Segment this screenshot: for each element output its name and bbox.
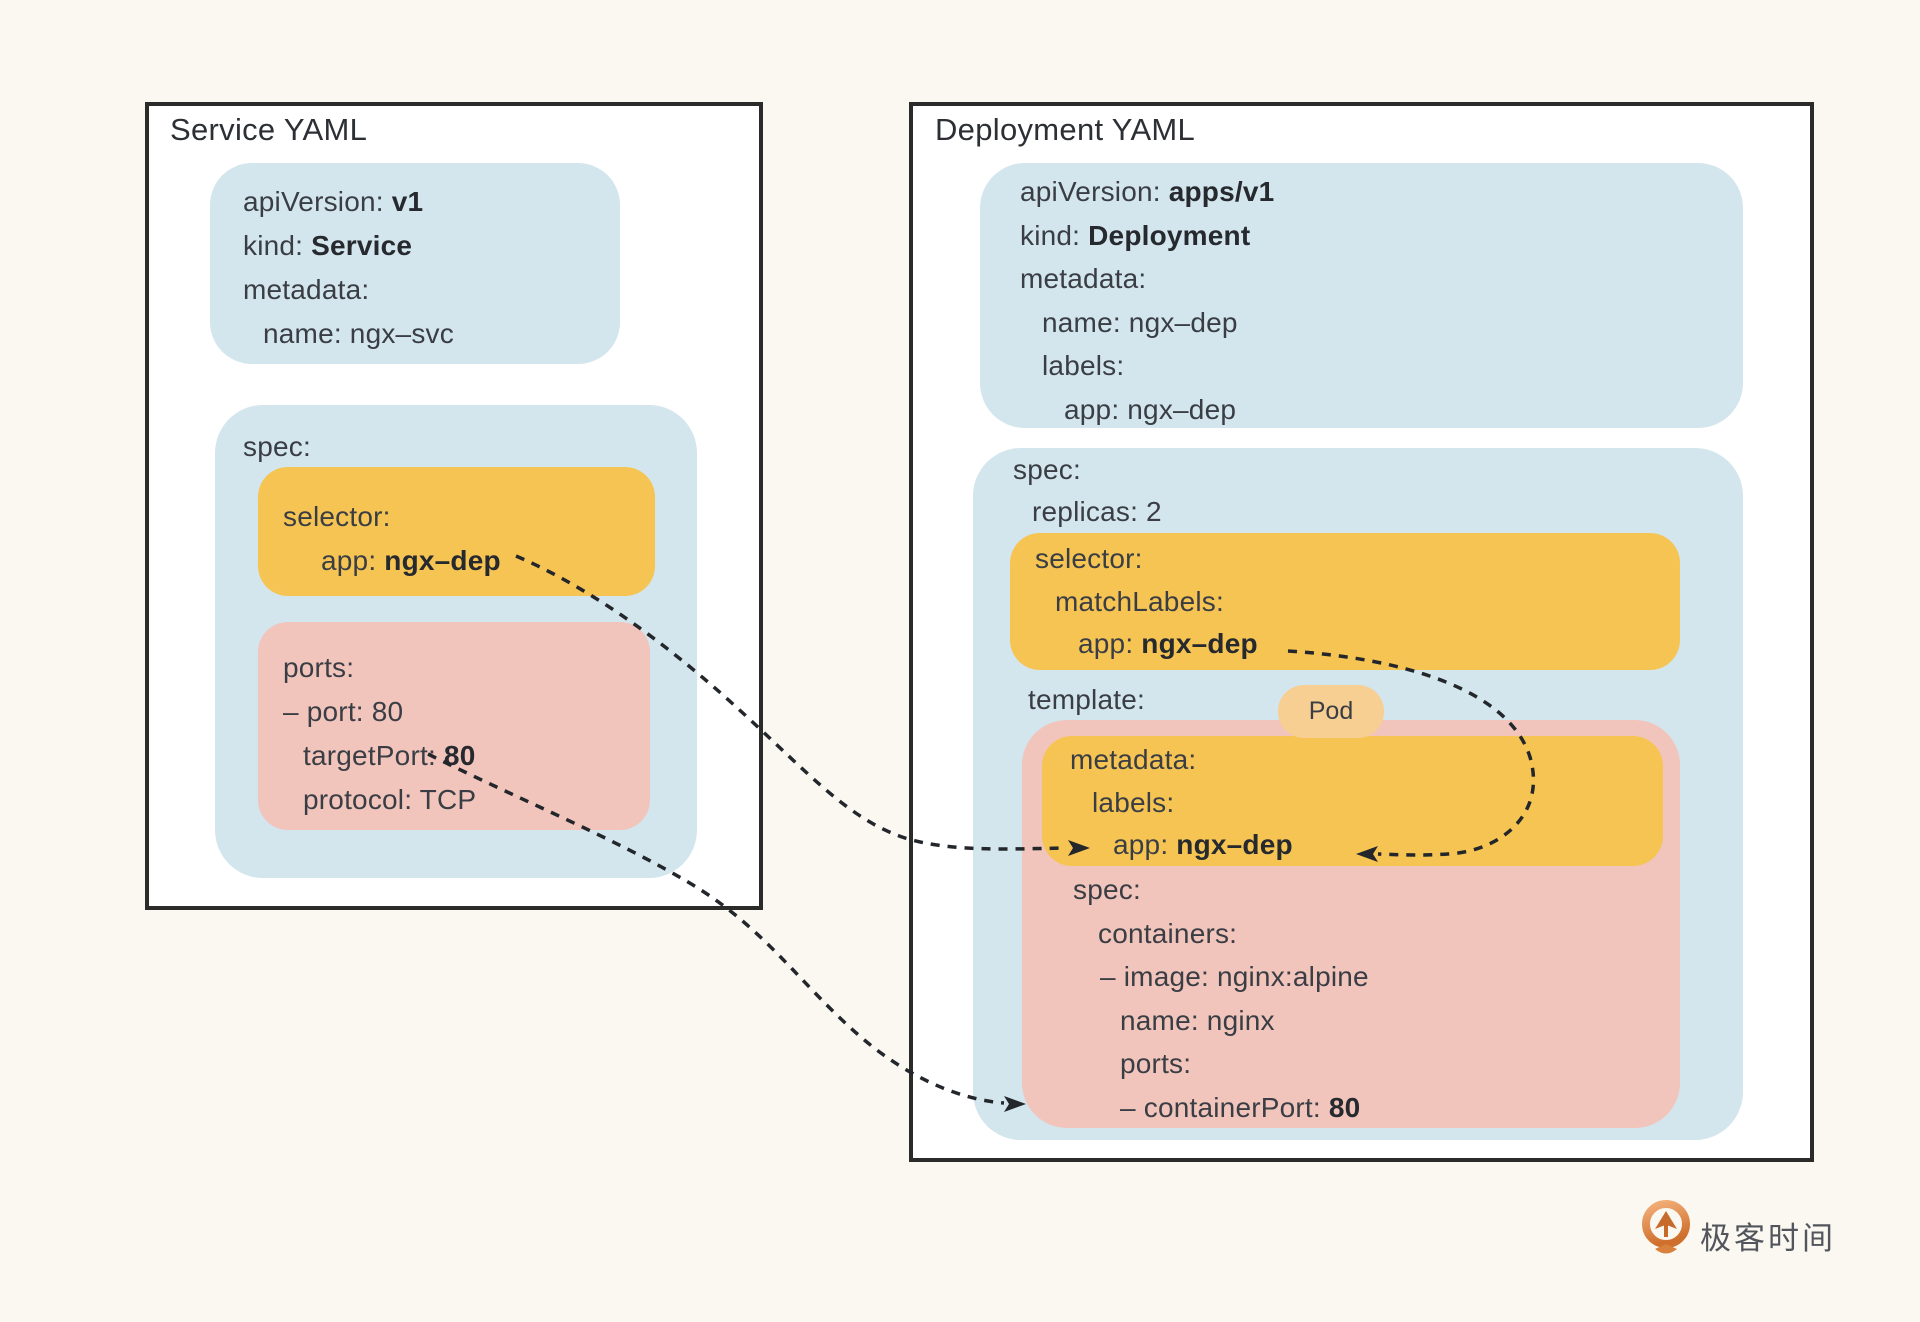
yaml-line-targetport: targetPort: 80 [303,740,476,771]
service-panel-title: Service YAML [170,112,368,147]
yaml-line-matchlabels: matchLabels: [1055,585,1224,617]
yaml-line-selector-app: app: ngx–dep [1078,628,1258,659]
yaml-line-name: name: ngx–dep [1042,306,1238,338]
yaml-line-container-ports: ports: [1120,1048,1192,1079]
deployment-metadata-block: apiVersion: apps/v1 kind: Deployment met… [980,163,1743,428]
service-selector-box: selector: app: ngx–dep [258,467,655,596]
pod-spec-lines: spec: containers: – image: nginx:alpine … [1073,868,1653,1129]
yaml-line-container-name: name: nginx [1120,1004,1275,1036]
yaml-line-app: app: ngx–dep [1064,393,1237,425]
yaml-line-protocol: protocol: TCP [303,784,477,815]
geektime-logo-icon [1642,1200,1690,1254]
yaml-line-containers: containers: [1098,917,1238,949]
service-metadata-block: apiVersion: v1 kind: Service metadata: n… [210,163,620,364]
yaml-line-kind: kind: Deployment [1020,219,1251,251]
yaml-line-kind: kind: Service [243,230,413,261]
yaml-line-labels: labels: [1092,786,1175,818]
yaml-line-ports: ports: [283,652,355,683]
deployment-selector-box: selector: matchLabels: app: ngx–dep [1010,533,1680,670]
yaml-line-name: name: ngx–svc [263,318,454,349]
deployment-template-label: template: [1028,684,1145,715]
yaml-line-labels: labels: [1042,350,1125,381]
yaml-line-apiversion: apiVersion: v1 [243,186,424,217]
deployment-replicas-line: replicas: 2 [1032,496,1162,527]
yaml-line-containerport: – containerPort: 80 [1120,1091,1361,1123]
pod-labels-box: metadata: labels: app: ngx–dep [1042,736,1663,866]
geektime-logo-text: 极客时间 [1700,1221,1836,1256]
yaml-line-apiversion: apiVersion: apps/v1 [1020,176,1275,207]
service-ports-box: ports: – port: 80 targetPort: 80 protoco… [258,622,650,830]
yaml-line-port: – port: 80 [283,696,404,727]
yaml-line-spec: spec: [1073,874,1141,905]
yaml-line-pod-app: app: ngx–dep [1113,829,1293,860]
yaml-line-selector-app: app: ngx–dep [321,545,501,576]
yaml-line-selector: selector: [1035,543,1143,574]
yaml-line-image: – image: nginx:alpine [1100,961,1369,992]
service-spec-label: spec: [243,431,311,462]
pod-badge: Pod [1278,685,1384,738]
deployment-panel-title: Deployment YAML [935,112,1196,147]
yaml-line-metadata: metadata: [1020,263,1147,294]
yaml-line-metadata: metadata: [1070,744,1197,775]
yaml-line-selector: selector: [283,501,391,532]
deployment-spec-label: spec: [1013,454,1081,485]
yaml-line-metadata: metadata: [243,274,370,305]
